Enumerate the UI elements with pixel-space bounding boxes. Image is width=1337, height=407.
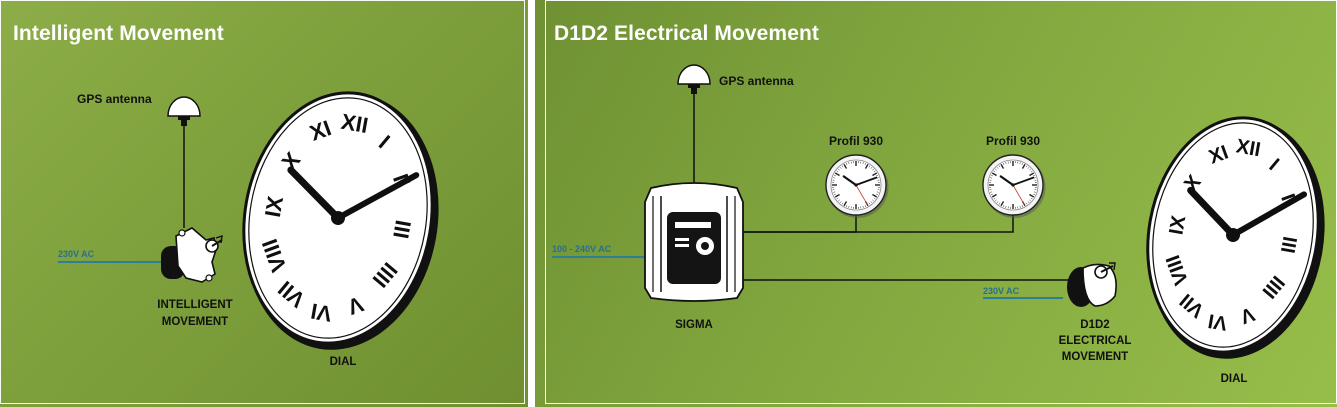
line-to-profil-0 bbox=[743, 214, 857, 233]
movement-label-line1: D1D2 bbox=[1080, 319, 1109, 331]
panel-intelligent-movement: Intelligent Movement GPS antenna 230V AC… bbox=[0, 0, 528, 407]
dial-numeral: IX bbox=[260, 194, 288, 219]
gps-antenna-label: GPS antenna bbox=[77, 92, 152, 106]
dial-label: DIAL bbox=[1221, 373, 1248, 385]
power-label: 230V AC bbox=[58, 249, 95, 259]
gps-antenna-icon bbox=[167, 96, 201, 126]
roman-clock-dial-icon: XIIIIIIIIIIIIVVIVIIVIIIIXXXI bbox=[242, 91, 439, 350]
dial-numeral: XII bbox=[339, 109, 370, 138]
dial-numeral: VI bbox=[309, 298, 334, 326]
sigma-label: SIGMA bbox=[675, 319, 713, 331]
dial-numeral: III bbox=[388, 218, 416, 240]
gps-antenna-label: GPS antenna bbox=[719, 74, 794, 88]
profil-930-clock-icon bbox=[982, 154, 1046, 218]
line-to-profil-1 bbox=[743, 214, 1014, 233]
sigma-master-clock-icon bbox=[644, 182, 744, 302]
clock-hand bbox=[335, 172, 420, 221]
diagram-d1d2-movement: GPS antenna 100 - 240V AC SIGMA Profil 9… bbox=[552, 64, 1325, 385]
dial-numeral: XII bbox=[1234, 135, 1262, 161]
panel-title: D1D2 Electrical Movement bbox=[554, 22, 820, 45]
power-label: 100 - 240V AC bbox=[552, 244, 612, 254]
power-label-2: 230V AC bbox=[983, 286, 1020, 296]
roman-clock-dial-icon: XIIIIIIIIIIIIVVIVIIVIIIIXXXI bbox=[1146, 116, 1325, 359]
movement-label-line1: INTELLIGENT bbox=[157, 299, 232, 311]
diagram-intelligent-movement: GPS antenna 230V AC INTELLIGENT MOVEMENT… bbox=[58, 91, 439, 368]
gps-antenna-icon bbox=[677, 64, 711, 94]
d1d2-motor-icon bbox=[1067, 262, 1117, 307]
profil-930-label-1: Profil 930 bbox=[829, 134, 883, 148]
clock-hand bbox=[1230, 191, 1308, 238]
panel-d1d2-movement: D1D2 Electrical Movement GPS antenna 100… bbox=[535, 0, 1337, 407]
dial-label: DIAL bbox=[330, 356, 357, 368]
profil-930-clock-icon bbox=[825, 154, 889, 218]
movement-label-line2: MOVEMENT bbox=[162, 316, 228, 328]
panel-title: Intelligent Movement bbox=[13, 22, 224, 45]
movement-label-line3: MOVEMENT bbox=[1062, 351, 1128, 363]
profil-930-label-2: Profil 930 bbox=[986, 134, 1040, 148]
dial-numeral: IX bbox=[1165, 213, 1190, 236]
clock-hand bbox=[1187, 186, 1237, 239]
movement-label-line2: ELECTRICAL bbox=[1059, 335, 1132, 347]
clock-hand bbox=[287, 166, 342, 222]
dial-numeral: VI bbox=[1206, 309, 1228, 334]
dial-numeral: III bbox=[1276, 235, 1301, 255]
intelligent-movement-icon bbox=[161, 227, 223, 283]
